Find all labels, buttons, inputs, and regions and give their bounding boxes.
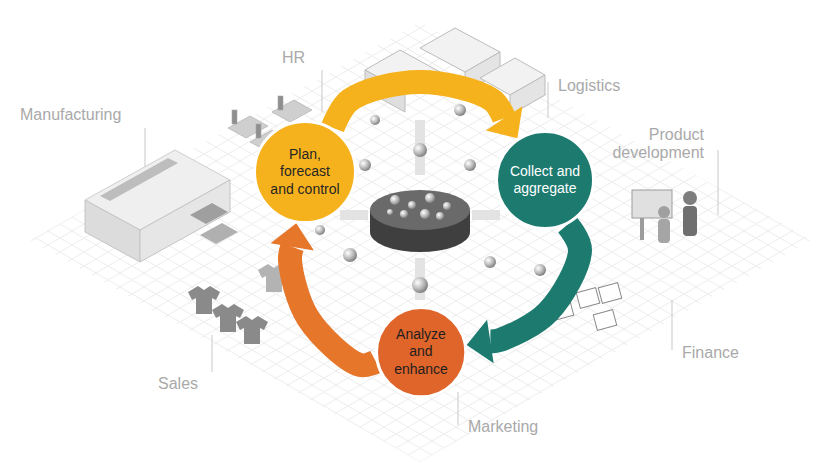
grid-floor-part bbox=[30, 22, 812, 462]
data-sphere bbox=[425, 193, 435, 203]
process-circle: Plan, forecast and control bbox=[253, 120, 357, 224]
arrow-head bbox=[271, 223, 314, 250]
leader-lines-part bbox=[672, 300, 673, 350]
data-sphere bbox=[400, 210, 408, 218]
area-label: Finance bbox=[682, 344, 739, 362]
product-development-figures-part bbox=[658, 219, 670, 243]
hr-desks-part bbox=[278, 96, 283, 110]
circle-shape bbox=[376, 307, 465, 396]
leader-lines-part bbox=[458, 392, 459, 425]
data-sphere bbox=[315, 225, 325, 235]
finance-icons-part bbox=[576, 288, 599, 309]
area-label: Manufacturing bbox=[20, 106, 121, 124]
data-sphere bbox=[454, 104, 466, 116]
finance-icons-part bbox=[598, 283, 621, 304]
data-sphere bbox=[412, 277, 428, 293]
product-development-figures-part bbox=[640, 218, 644, 240]
data-flow-arrows-part bbox=[472, 210, 500, 220]
data-sphere bbox=[387, 209, 393, 215]
factory-building-part bbox=[140, 180, 230, 262]
node-label: Analyze and enhance bbox=[388, 326, 454, 379]
leader-lines-part bbox=[548, 82, 549, 118]
arrow-band bbox=[333, 82, 505, 128]
data-sphere bbox=[390, 195, 400, 205]
sales-garments-part bbox=[236, 316, 268, 344]
arrow-band bbox=[290, 247, 376, 365]
arrow-band bbox=[490, 225, 580, 342]
area-label: Marketing bbox=[468, 418, 538, 436]
hr-desks-part bbox=[256, 124, 261, 138]
factory-building bbox=[85, 150, 238, 262]
arrow-head bbox=[467, 320, 494, 364]
data-flow-arrows bbox=[340, 120, 500, 300]
data-sphere bbox=[443, 202, 451, 210]
factory-building-part bbox=[85, 200, 140, 262]
hr-desks-part bbox=[232, 110, 237, 124]
product-development-figures-part bbox=[683, 206, 697, 236]
data-flow-arrows-part bbox=[340, 210, 368, 220]
logistics-trucks-part bbox=[510, 75, 545, 115]
area-label: Sales bbox=[158, 375, 198, 393]
leader-lines-part bbox=[322, 70, 323, 112]
data-sphere bbox=[408, 201, 416, 209]
cycle-arrow bbox=[467, 225, 580, 363]
node-label: Collect and aggregate bbox=[505, 163, 585, 198]
node-label: Plan, forecast and control bbox=[268, 146, 342, 199]
data-sphere bbox=[413, 143, 427, 157]
leader-lines bbox=[145, 70, 718, 425]
area-label: Product development bbox=[586, 126, 704, 163]
logistics-trucks bbox=[365, 28, 545, 115]
leader-lines-part bbox=[212, 335, 213, 372]
leader-lines-part bbox=[718, 150, 719, 215]
circle-shape bbox=[255, 122, 356, 223]
finance-icons-part bbox=[593, 310, 616, 331]
data-sphere bbox=[484, 256, 496, 268]
data-sphere bbox=[534, 264, 546, 276]
product-development-figures-part bbox=[683, 191, 697, 205]
product-development-figures-part bbox=[632, 190, 672, 218]
data-sphere bbox=[359, 159, 371, 171]
cycle-arrow bbox=[271, 223, 376, 365]
factory-building-part bbox=[200, 223, 238, 244]
data-sphere bbox=[370, 115, 380, 125]
cycle-arrow bbox=[333, 82, 523, 138]
data-sphere bbox=[420, 209, 430, 219]
factory-building-part bbox=[190, 203, 228, 224]
product-development-figures bbox=[632, 190, 697, 243]
data-sphere bbox=[343, 248, 357, 262]
process-circle: Collect and aggregate bbox=[495, 130, 595, 230]
area-label: Logistics bbox=[558, 77, 620, 95]
central-database-part bbox=[370, 190, 470, 230]
circle-shape bbox=[497, 132, 594, 229]
product-development-figures-part bbox=[658, 206, 670, 218]
grid-floor bbox=[30, 22, 812, 462]
data-sphere bbox=[464, 159, 476, 171]
area-label: HR bbox=[282, 49, 305, 67]
process-circle: Analyze and enhance bbox=[375, 306, 467, 398]
central-database bbox=[370, 190, 470, 252]
data-sphere bbox=[436, 212, 444, 220]
factory-building-part bbox=[100, 158, 178, 201]
sales-garments bbox=[188, 264, 290, 344]
arrow-head bbox=[486, 106, 523, 138]
